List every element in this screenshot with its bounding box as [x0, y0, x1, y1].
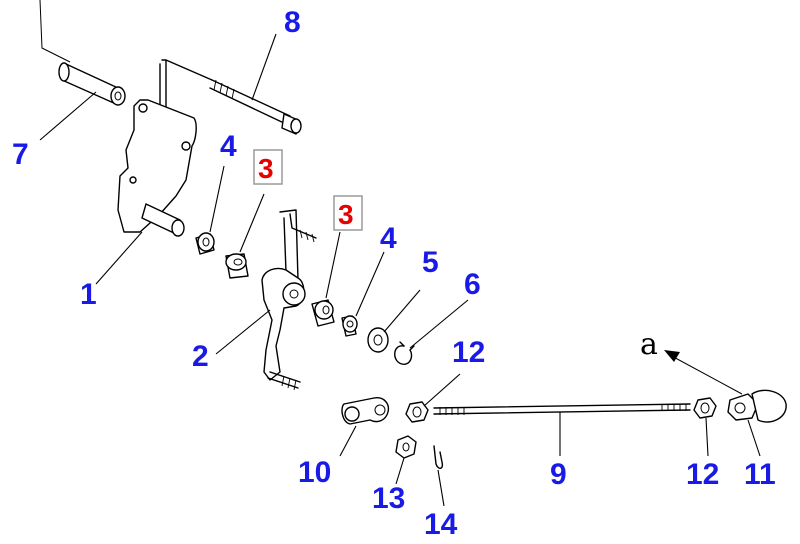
view-arrow	[664, 350, 743, 395]
callout-5: 5	[422, 246, 439, 279]
part-9-rod	[433, 403, 691, 415]
callout-12-left: 12	[452, 336, 485, 369]
part-5-washer	[367, 327, 389, 353]
part-12-nut-right	[693, 397, 717, 419]
callout-7: 7	[12, 138, 29, 171]
callout-1: 1	[80, 278, 97, 311]
callout-10: 10	[298, 456, 331, 489]
view-label-a: a	[640, 327, 658, 362]
part-8-bolt	[209, 79, 302, 135]
part-3-spacer-lower	[311, 299, 335, 327]
callout-11: 11	[744, 458, 776, 491]
part-1-bracket	[117, 59, 213, 237]
callout-3-upper: 3	[258, 153, 274, 184]
callout-6: 6	[464, 268, 481, 301]
part-12-nut-left	[405, 401, 429, 423]
callouts: 7 8 4 3 3 4 1 5 6 2 12 10 9 12 11 13 14	[12, 6, 776, 541]
callout-13: 13	[372, 482, 405, 515]
part-10-ball-joint	[341, 397, 390, 425]
highlight-box-3-upper	[253, 149, 283, 185]
callout-3-lower: 3	[338, 199, 354, 230]
part-2-lever	[261, 209, 317, 391]
callout-2: 2	[192, 340, 209, 373]
leader-lines	[39, 33, 761, 507]
callout-12-right: 12	[686, 458, 719, 491]
callout-14: 14	[424, 508, 458, 541]
part-3-spacer-upper	[225, 253, 249, 279]
callout-8: 8	[284, 6, 301, 39]
callout-4-upper: 4	[220, 130, 237, 163]
part-14-cotter-pin	[433, 445, 444, 469]
callout-9: 9	[550, 458, 567, 491]
callout-4-lower: 4	[380, 222, 397, 255]
part-6-snap-ring	[394, 341, 415, 365]
part-4-bushing-lower	[341, 315, 358, 337]
highlight-box-3-lower	[333, 195, 363, 231]
part-13-nut	[395, 435, 417, 459]
part-4-bushing-upper	[195, 232, 215, 255]
part-11-ball-joint	[727, 389, 787, 423]
part-7-sleeve	[39, 0, 126, 106]
